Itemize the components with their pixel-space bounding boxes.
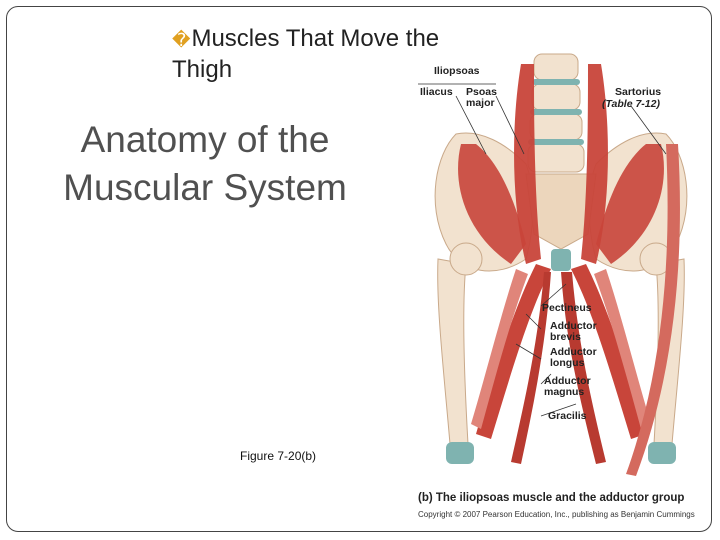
label-psoas-major: Psoas major: [466, 87, 506, 109]
label-iliopsoas: Iliopsoas: [434, 66, 480, 77]
label-iliacus: Iliacus: [420, 87, 453, 98]
bullet-title-text: Muscles That Move the Thigh: [172, 25, 439, 83]
figure-title: (b) The iliopsoas muscle and the adducto…: [418, 492, 684, 504]
label-sartorius: Sartorius: [615, 87, 661, 98]
label-pectineus: Pectineus: [542, 303, 592, 314]
figure-caption: Figure 7-20(b): [240, 449, 316, 463]
label-gracilis: Gracilis: [548, 411, 587, 422]
anatomy-figure: Iliopsoas Iliacus Psoas major Sartorius …: [416, 44, 706, 522]
label-adductor-longus: Adductor longus: [550, 347, 610, 369]
figure-copyright: Copyright © 2007 Pearson Education, Inc.…: [418, 510, 695, 519]
section-title: Anatomy of the Muscular System: [40, 116, 370, 212]
label-adductor-brevis: Adductor brevis: [550, 321, 610, 343]
bullet-icon: �: [172, 30, 190, 50]
lumbar-spine: [528, 54, 584, 172]
pelvis-thigh-illustration: [416, 44, 706, 522]
label-sartorius-table-ref: (Table 7-12): [602, 99, 660, 110]
label-adductor-magnus: Adductor magnus: [544, 376, 604, 398]
